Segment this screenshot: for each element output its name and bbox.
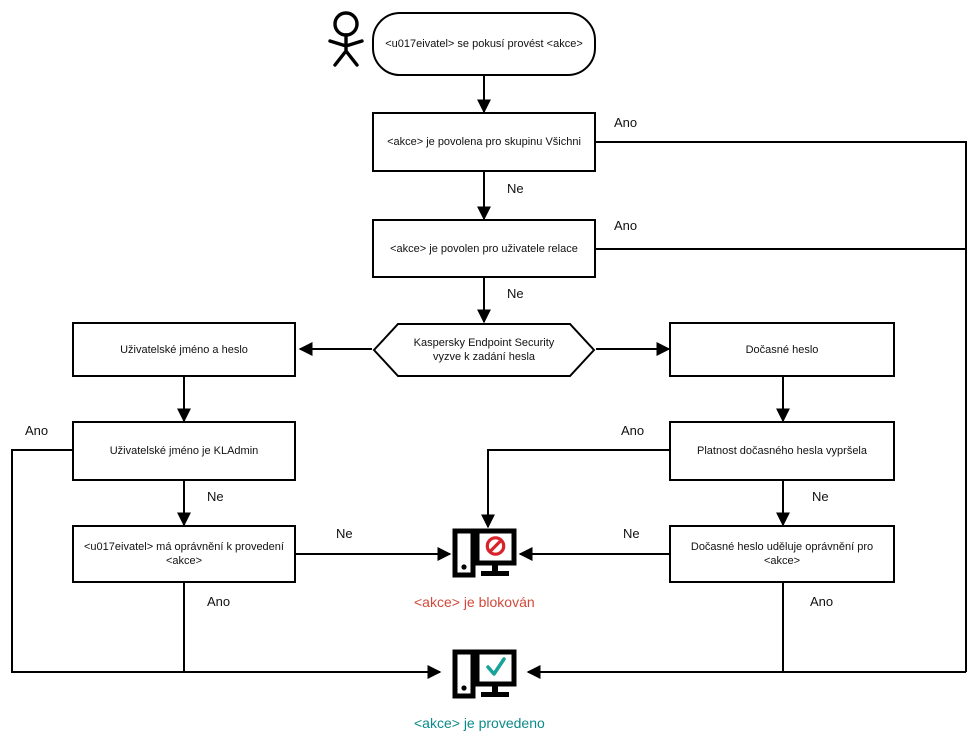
decision-allowed-for-everyone-group: <akce> je povolena pro skupinu Všichni	[372, 112, 596, 172]
edge-label-yes-temp-grants: Ano	[810, 594, 834, 609]
process-password-prompt: Kaspersky Endpoint Security vyzve k zadá…	[372, 322, 596, 378]
decision-user-has-permission-label: <u017eivatel> má oprávnění k provedení <…	[84, 541, 284, 567]
decision-allowed-for-session-user: <akce> je povolen pro uživatele relace	[372, 219, 596, 278]
decision-temp-password-expired: Platnost dočasného hesla vypršela	[669, 421, 895, 481]
edge-label-yes-all-group: Ano	[614, 115, 638, 130]
start-node: <u017eivatel> se pokusí provést <akce>	[372, 12, 596, 76]
edge-label-yes-temp-expired: Ano	[621, 423, 645, 438]
edge-label-no-temp-grants: Ne	[623, 526, 640, 541]
node-username-and-password: Uživatelské jméno a heslo	[72, 322, 296, 377]
start-node-label: <u017eivatel> se pokusí provést <akce>	[385, 38, 583, 50]
decision-username-is-kladmin-label: Uživatelské jméno je KLAdmin	[109, 445, 259, 457]
edge-label-no-all-group: Ne	[507, 181, 524, 196]
decision-allowed-for-everyone-group-label: <akce> je povolena pro skupinu Všichni	[387, 136, 581, 148]
edge-label-no-user-permission: Ne	[336, 526, 353, 541]
node-temporary-password-label: Dočasné heslo	[745, 343, 819, 356]
process-password-prompt-label: Kaspersky Endpoint Security vyzve k zadá…	[413, 337, 555, 363]
decision-allowed-for-session-user-label: <akce> je povolen pro uživatele relace	[390, 242, 578, 255]
decision-username-is-kladmin: Uživatelské jméno je KLAdmin	[72, 421, 296, 481]
edge-label-yes-session-user: Ano	[614, 218, 638, 233]
performed-outcome-label: <akce> je provedeno	[414, 715, 545, 731]
node-temporary-password: Dočasné heslo	[669, 322, 895, 377]
decision-user-has-permission: <u017eivatel> má oprávnění k provedení <…	[72, 525, 296, 583]
edge-label-yes-kladmin: Ano	[25, 423, 49, 438]
decision-temp-password-expired-label: Platnost dočasného hesla vypršela	[697, 445, 867, 457]
decision-temp-password-grants-permission-label: Dočasné heslo uděluje oprávnění pro <akc…	[690, 541, 874, 567]
monitor-blocked-icon	[452, 527, 518, 586]
node-username-and-password-label: Uživatelské jméno a heslo	[120, 343, 248, 356]
user-actor-icon	[322, 10, 370, 73]
edge-label-no-kladmin: Ne	[207, 489, 224, 504]
edge-label-no-session-user: Ne	[507, 286, 524, 301]
blocked-outcome-label: <akce> je blokován	[414, 594, 535, 610]
decision-temp-password-grants-permission: Dočasné heslo uděluje oprávnění pro <akc…	[669, 525, 895, 583]
edge-label-no-temp-expired: Ne	[812, 489, 829, 504]
edge-label-yes-user-permission: Ano	[207, 594, 231, 609]
monitor-check-icon	[452, 648, 518, 707]
